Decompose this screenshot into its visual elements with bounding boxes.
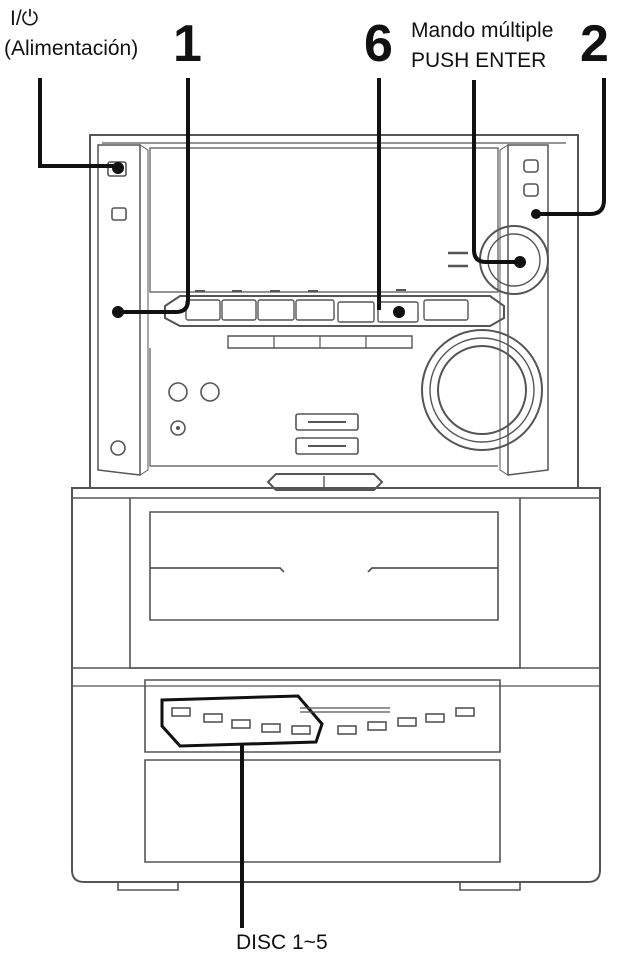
disc-buttons-label: DISC 1~5 <box>236 931 328 954</box>
disc-button <box>261 723 281 733</box>
function-button <box>295 299 335 321</box>
volume-knob-outer <box>421 329 543 451</box>
disc-button <box>171 707 191 717</box>
power-caption-label: (Alimentación) <box>4 37 139 60</box>
callout-number-1: 1 <box>173 15 202 73</box>
disc-button <box>203 713 223 723</box>
cd-button <box>337 725 357 735</box>
function-button <box>337 301 375 323</box>
callout-1-marker <box>112 306 124 318</box>
cassette-section <box>129 497 521 669</box>
multi-dial-label-line1: Mando múltiple <box>411 19 554 42</box>
headphone-jack <box>168 382 188 402</box>
function-button <box>185 299 221 321</box>
callout-6-marker <box>393 306 405 318</box>
aux-jack <box>170 420 186 436</box>
deck-button <box>295 437 359 455</box>
cd-button <box>455 707 475 717</box>
disc-buttons-highlight <box>160 694 324 748</box>
display-area <box>149 147 499 293</box>
disc-button <box>231 719 251 729</box>
deck-button <box>295 413 359 431</box>
function-button <box>221 299 257 321</box>
cd-changer-section <box>144 679 501 753</box>
function-button <box>377 301 419 323</box>
function-button <box>257 299 295 321</box>
callout-2-marker <box>531 209 541 219</box>
right-side-panel <box>507 144 549 476</box>
disc-button <box>291 725 311 735</box>
cabinet-base <box>71 487 601 883</box>
leader-callout-1 <box>118 78 190 314</box>
side-button <box>523 183 539 197</box>
side-button <box>111 207 127 221</box>
eject-bar <box>266 473 384 491</box>
cd-button <box>367 721 387 731</box>
leader-power <box>38 78 118 168</box>
multi-dial-label-line2: PUSH ENTER <box>411 49 547 72</box>
side-button <box>523 159 539 173</box>
function-button-strip <box>164 295 505 327</box>
power-button-outline <box>107 161 127 177</box>
secondary-button-row <box>227 335 413 349</box>
cd-button <box>425 713 445 723</box>
leader-callout-2 <box>536 78 606 216</box>
side-button <box>110 440 126 456</box>
power-button-marker <box>112 162 124 174</box>
mic-jack <box>200 382 220 402</box>
callout-number-6: 6 <box>364 15 393 73</box>
cd-button <box>397 717 417 727</box>
multi-dial-marker <box>514 256 526 268</box>
callout-number-2: 2 <box>580 15 609 73</box>
function-button <box>423 299 469 321</box>
leader-multi-dial <box>472 80 520 264</box>
power-symbol-label: I/⏻ <box>10 7 39 30</box>
